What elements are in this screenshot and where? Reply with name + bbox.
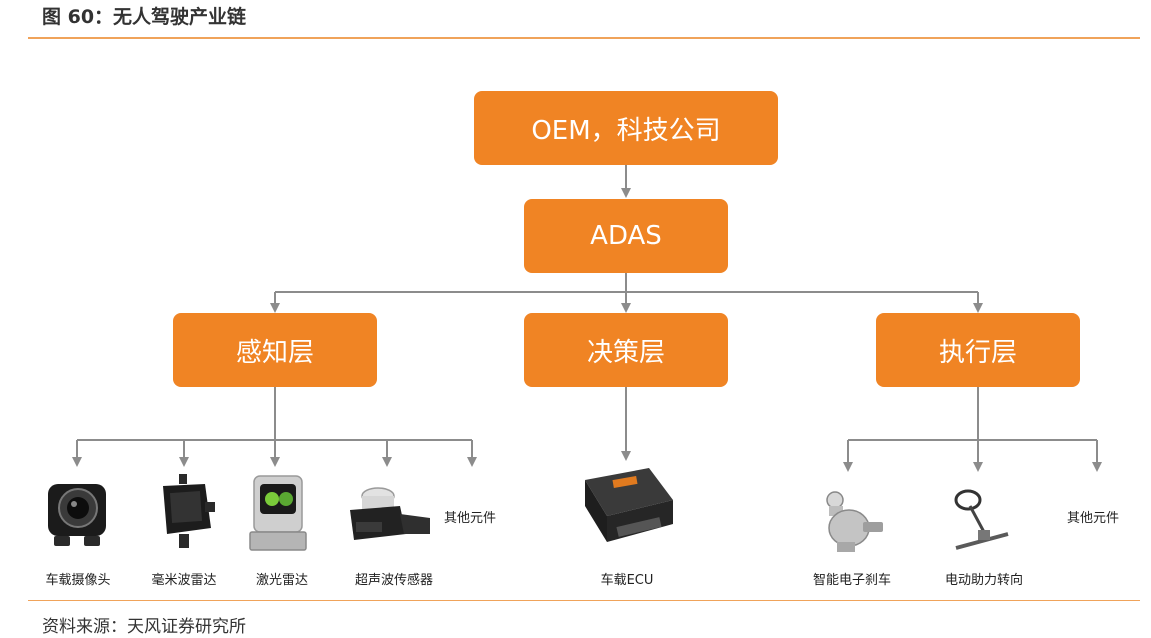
node-decision: 决策层 xyxy=(524,313,728,387)
mmwave-radar-picture xyxy=(163,474,215,548)
bottom-rule xyxy=(28,600,1140,601)
item-mmwave-radar: 毫米波雷达 xyxy=(151,573,217,588)
node-execution: 执行层 xyxy=(876,313,1080,387)
item-camera: 车载摄像头 xyxy=(45,573,111,588)
ultrasonic-sensor-picture xyxy=(350,487,430,540)
ecu-picture xyxy=(585,468,673,542)
item-ultrasonic-sensor: 超声波传感器 xyxy=(354,573,434,588)
power-steering-picture xyxy=(954,489,1009,550)
top-rule xyxy=(28,37,1140,39)
item-perception-other: 其他元件 xyxy=(444,511,497,526)
electronic-brake-picture xyxy=(826,491,883,552)
node-oem: OEM，科技公司 xyxy=(474,91,778,165)
camera-picture xyxy=(48,484,106,546)
item-ecu: 车载ECU xyxy=(600,573,654,588)
item-electronic-brake: 智能电子刹车 xyxy=(812,573,892,588)
figure-title: 图 60：无人驾驶产业链 xyxy=(42,6,247,28)
item-execution-other: 其他元件 xyxy=(1067,511,1120,526)
node-adas: ADAS xyxy=(524,199,728,273)
source-note: 资料来源：天风证券研究所 xyxy=(42,617,246,637)
lidar-picture xyxy=(249,475,307,551)
item-power-steering: 电动助力转向 xyxy=(944,573,1024,588)
node-perception: 感知层 xyxy=(173,313,377,387)
item-lidar: 激光雷达 xyxy=(255,573,309,588)
